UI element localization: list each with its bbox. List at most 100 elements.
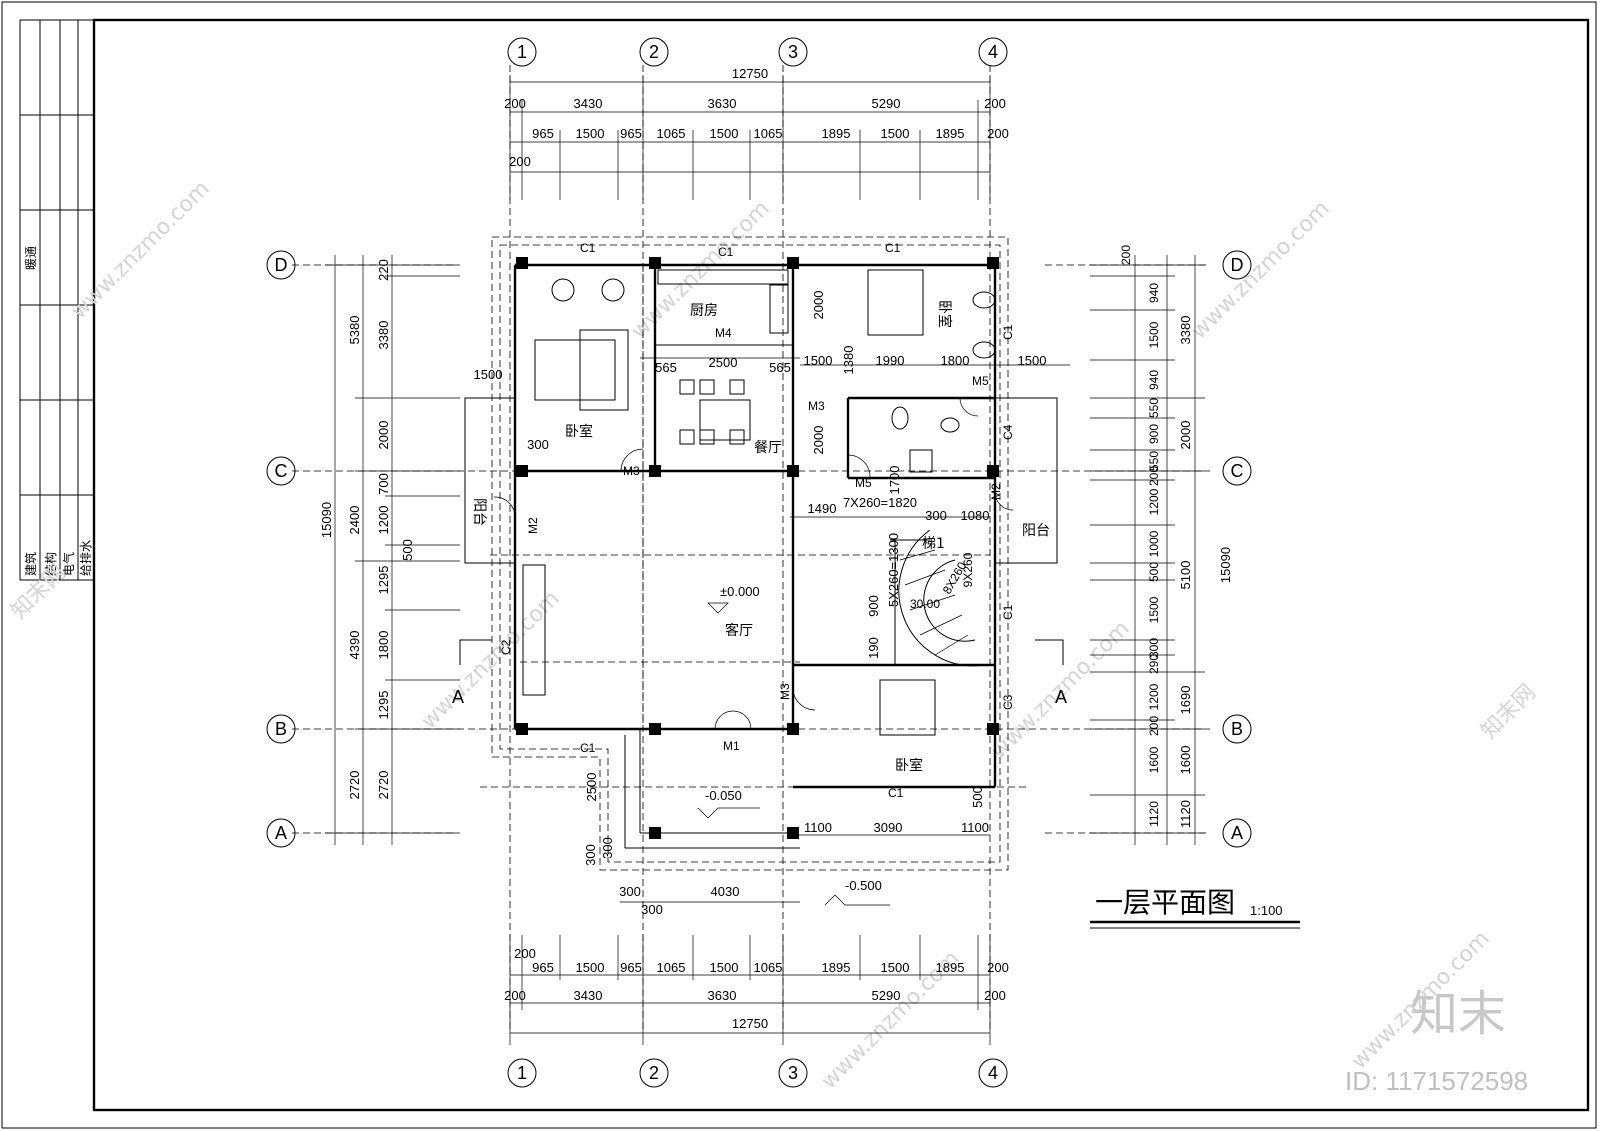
- room-bedroom-ne: 卧室: [936, 300, 953, 328]
- dim: 500: [400, 539, 415, 561]
- room-living: 客厅: [725, 622, 753, 639]
- title-block-hvac: 暖通: [24, 246, 38, 270]
- watermark-site: www.znzmo.com: [67, 176, 215, 324]
- title-block-struct: 结构: [43, 552, 58, 576]
- interior-dimensions: 565 2500 565 1500 1380 1990 1800 1500 15…: [474, 291, 1070, 917]
- door-tag: M1: [723, 739, 740, 753]
- title-block: 暖通 建筑 结构 电气 给排水: [19, 19, 94, 581]
- dim: 3430: [574, 988, 603, 1003]
- chair: [601, 278, 625, 302]
- dim: 300: [925, 508, 947, 523]
- dim: 1065: [754, 126, 783, 141]
- dim: 1895: [936, 126, 965, 141]
- dim: 5X260=1300: [886, 533, 901, 607]
- dim: 1500: [1147, 321, 1161, 348]
- sheet-inner-frame: [92, 18, 1590, 1112]
- dim: 200: [504, 96, 526, 111]
- dim: 2500: [709, 355, 738, 370]
- door-tag: M3: [623, 464, 640, 478]
- drawing-title-text: 一层平面图: [1095, 886, 1235, 919]
- dim: 1500: [881, 126, 910, 141]
- dim: 1100: [961, 820, 989, 835]
- levels: ±0.000 -0.050 -0.500: [697, 584, 890, 906]
- dim: 1080: [961, 508, 990, 523]
- title-block-plumb: 给排水: [79, 540, 93, 576]
- dim: 1500: [474, 367, 503, 382]
- door-tag: M2: [526, 517, 540, 534]
- axis-bubble-1-top: [507, 37, 537, 67]
- dim: 1100: [804, 820, 832, 835]
- dim: 1120: [1178, 800, 1193, 828]
- dim: 1895: [822, 126, 851, 141]
- room-balcony-w: 阳台: [471, 498, 487, 526]
- dimensions-left: 15090 5380 2400 4390 2720 220 3380 2000 …: [319, 255, 460, 845]
- balconies: [464, 397, 1058, 564]
- door-tag: M3: [778, 683, 792, 700]
- axis-bubble-B-left: [266, 714, 296, 744]
- dim: 1065: [657, 126, 686, 141]
- axis-bubble-2-top: [639, 37, 669, 67]
- dim: 1200: [1147, 488, 1161, 515]
- dim: 1600: [1178, 746, 1193, 775]
- dim: 500: [970, 786, 985, 808]
- axis-label: C: [275, 461, 288, 481]
- dim: 1600: [1147, 746, 1161, 773]
- axis-label: B: [275, 719, 287, 739]
- watermark-brand: 知末网: [1477, 680, 1541, 744]
- dim: 200: [509, 154, 531, 169]
- dim: 300: [600, 837, 615, 859]
- dim: 200: [504, 988, 526, 1003]
- axis-bubble-3-bottom: [778, 1058, 808, 1088]
- dim: 965: [620, 960, 642, 975]
- dim: 1990: [876, 353, 905, 368]
- dim: 4030: [711, 884, 740, 899]
- dim: 2000: [811, 291, 826, 320]
- dim: 2400: [347, 506, 362, 535]
- stair-note: 30.00: [910, 597, 940, 611]
- axis-bubble-A-right: [1222, 818, 1252, 848]
- axis-label: A: [1231, 823, 1243, 843]
- tv-cabinet: [522, 564, 546, 696]
- dim: 5380: [347, 316, 362, 345]
- window-tag: C1: [718, 245, 734, 259]
- room-dining: 餐厅: [754, 440, 782, 456]
- window-tag: C1: [1001, 604, 1015, 620]
- bed: [534, 339, 616, 401]
- dim: 940: [1147, 370, 1161, 390]
- room-kitchen: 厨房: [690, 303, 718, 319]
- title-block-arch: 建筑: [23, 552, 38, 576]
- bed: [867, 269, 924, 336]
- dim-bottom-total: 12750: [732, 1016, 768, 1031]
- dim: 1500: [576, 960, 605, 975]
- dim: 300: [1147, 638, 1161, 658]
- shower: [909, 449, 933, 473]
- eaves-outline: [491, 236, 1009, 871]
- room-stair: 梯1: [922, 536, 945, 552]
- axis-label: 2: [649, 42, 659, 62]
- dim: 500: [1147, 562, 1161, 582]
- dim: 1500: [1147, 596, 1161, 623]
- dim: 2000: [1178, 421, 1193, 450]
- axis-label: 4: [988, 1063, 998, 1083]
- columns: [516, 257, 999, 839]
- dim: 1895: [822, 960, 851, 975]
- axis-label: 1: [517, 42, 527, 62]
- dim: 1800: [376, 631, 391, 660]
- watermark-logo: 知末: [1410, 986, 1506, 1042]
- door-tag: M3: [808, 399, 825, 413]
- dining-table: [699, 399, 751, 441]
- dim: 1500: [1018, 353, 1047, 368]
- dim: 1500: [804, 353, 833, 368]
- axis-bubble-D-right: [1222, 250, 1252, 280]
- window-tag: C1: [1001, 324, 1015, 340]
- title-block-elec: 电气: [61, 552, 76, 576]
- bed: [879, 679, 936, 736]
- kitchen-counter: [657, 269, 789, 285]
- level-porch: -0.050: [705, 788, 742, 803]
- dim: 220: [376, 259, 391, 281]
- section-marks: A A: [452, 639, 1067, 707]
- dim: 1500: [576, 126, 605, 141]
- dim: 3380: [1178, 316, 1193, 345]
